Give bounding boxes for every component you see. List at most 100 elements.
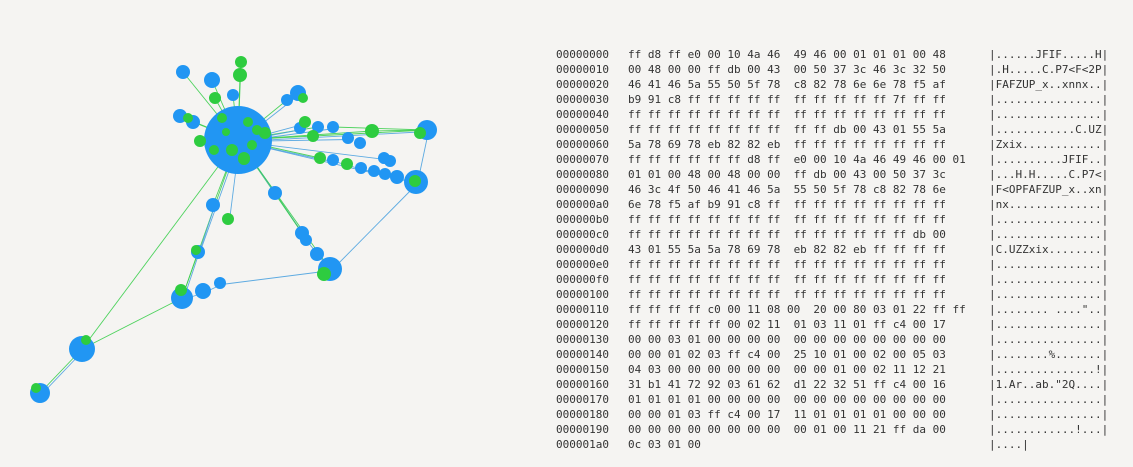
hex-bytes: 04 03 00 00 00 00 00 00 00 00 01 00 02 1… xyxy=(628,363,946,376)
network-graph[interactable] xyxy=(0,0,520,450)
graph-node-green[interactable] xyxy=(209,92,221,104)
graph-node-blue[interactable] xyxy=(368,165,380,177)
graph-node-blue[interactable] xyxy=(195,283,211,299)
graph-edge xyxy=(81,297,183,350)
graph-node-blue[interactable] xyxy=(355,162,367,174)
hex-offset: 00000090 xyxy=(556,183,609,196)
hex-ascii: |............!...| xyxy=(989,423,1109,436)
hex-offset: 000000d0 xyxy=(556,243,609,256)
hex-offset: 00000010 xyxy=(556,63,609,76)
graph-node-green[interactable] xyxy=(183,113,193,123)
graph-edge xyxy=(221,270,332,285)
graph-node-green[interactable] xyxy=(194,135,206,147)
hex-bytes: 31 b1 41 72 92 03 61 62 d1 22 32 51 ff c… xyxy=(628,378,946,391)
hex-bytes: b9 91 c8 ff ff ff ff ff ff ff ff ff ff 7… xyxy=(628,93,946,106)
graph-node-green[interactable] xyxy=(31,383,41,393)
hex-bytes: 01 01 01 01 00 00 00 00 00 00 00 00 00 0… xyxy=(628,393,946,406)
graph-node-green[interactable] xyxy=(238,152,250,164)
graph-node-blue[interactable] xyxy=(312,121,324,133)
graph-node-green[interactable] xyxy=(252,125,262,135)
hex-ascii: |................| xyxy=(989,108,1109,121)
hex-offset: 00000120 xyxy=(556,318,609,331)
graph-node-blue[interactable] xyxy=(176,65,190,79)
graph-node-green[interactable] xyxy=(414,127,426,139)
graph-node-blue[interactable] xyxy=(384,155,396,167)
graph-node-blue[interactable] xyxy=(390,170,404,184)
graph-node-blue[interactable] xyxy=(206,198,220,212)
hex-bytes: ff ff ff ff ff ff ff ff ff ff ff ff ff f… xyxy=(628,258,946,271)
graph-node-blue[interactable] xyxy=(281,94,293,106)
hex-offset: 00000080 xyxy=(556,168,609,181)
hex-bytes: 6e 78 f5 af b9 91 c8 ff ff ff ff ff ff f… xyxy=(628,198,946,211)
hex-bytes: 00 00 00 00 00 00 00 00 00 01 00 11 21 f… xyxy=(628,423,946,436)
hex-ascii: |1.Ar..ab."2Q....| xyxy=(989,378,1109,391)
graph-node-green[interactable] xyxy=(247,140,257,150)
graph-node-green[interactable] xyxy=(209,145,219,155)
graph-node-green[interactable] xyxy=(217,113,227,123)
graph-node-green[interactable] xyxy=(222,213,234,225)
graph-node-blue[interactable] xyxy=(300,234,312,246)
graph-nodes[interactable] xyxy=(30,56,437,403)
hex-ascii: |............C.UZ| xyxy=(989,123,1109,136)
graph-node-green[interactable] xyxy=(226,144,238,156)
hex-ascii: |...............!| xyxy=(989,363,1109,376)
graph-node-green[interactable] xyxy=(365,124,379,138)
graph-node-blue[interactable] xyxy=(379,168,391,180)
hex-bytes: 00 00 01 02 03 ff c4 00 25 10 01 00 02 0… xyxy=(628,348,946,361)
graph-node-green[interactable] xyxy=(307,130,319,142)
graph-node-green[interactable] xyxy=(298,93,308,103)
graph-node-blue[interactable] xyxy=(354,137,366,149)
graph-node-green[interactable] xyxy=(191,245,201,255)
graph-node-blue[interactable] xyxy=(214,277,226,289)
graph-canvas[interactable] xyxy=(0,0,520,450)
hex-offset: 00000050 xyxy=(556,123,609,136)
hex-bytes: 0c 03 01 00 xyxy=(628,438,701,451)
hex-ascii: |................| xyxy=(989,393,1109,406)
hex-bytes: ff ff ff ff ff ff ff ff ff ff db 00 43 0… xyxy=(628,123,946,136)
hex-bytes: ff ff ff ff c0 00 11 08 00 20 00 80 03 0… xyxy=(628,303,966,316)
graph-node-green[interactable] xyxy=(243,117,253,127)
hex-ascii: |................| xyxy=(989,258,1109,271)
graph-node-blue[interactable] xyxy=(310,247,324,261)
hex-bytes: ff ff ff ff ff ff ff ff ff ff ff ff ff f… xyxy=(628,108,946,121)
graph-edge xyxy=(331,183,418,271)
graph-node-green[interactable] xyxy=(222,128,230,136)
graph-node-blue[interactable] xyxy=(227,89,239,101)
graph-node-green[interactable] xyxy=(317,267,331,281)
hex-offset: 000000c0 xyxy=(556,228,609,241)
graph-node-blue[interactable] xyxy=(327,121,339,133)
hex-offset: 00000100 xyxy=(556,288,609,301)
hex-offset: 00000130 xyxy=(556,333,609,346)
graph-node-green[interactable] xyxy=(409,175,421,187)
hex-bytes: 00 00 03 01 00 00 00 00 00 00 00 00 00 0… xyxy=(628,333,946,346)
hex-ascii: |FAFZUP_x..xnnx..| xyxy=(989,78,1109,91)
graph-node-green[interactable] xyxy=(233,68,247,82)
hex-ascii: |......JFIF.....H| xyxy=(989,48,1109,61)
graph-node-green[interactable] xyxy=(341,158,353,170)
hex-row: 00000050 ff ff ff ff ff ff ff ff ff ff db… xyxy=(556,122,1108,137)
graph-node-green[interactable] xyxy=(235,56,247,68)
hex-bytes: 43 01 55 5a 5a 78 69 78 eb 82 82 eb ff f… xyxy=(628,243,946,256)
graph-node-green[interactable] xyxy=(314,152,326,164)
graph-node-green[interactable] xyxy=(175,284,187,296)
graph-node-blue[interactable] xyxy=(204,106,272,174)
hex-bytes: ff d8 ff e0 00 10 4a 46 49 46 00 01 01 0… xyxy=(628,48,946,61)
graph-node-blue[interactable] xyxy=(204,72,220,88)
graph-node-blue[interactable] xyxy=(268,186,282,200)
graph-node-green[interactable] xyxy=(81,335,91,345)
graph-node-blue[interactable] xyxy=(342,132,354,144)
hex-bytes: ff ff ff ff ff ff ff ff ff ff ff ff ff f… xyxy=(628,273,946,286)
graph-node-green[interactable] xyxy=(299,116,311,128)
graph-node-blue[interactable] xyxy=(327,154,339,166)
